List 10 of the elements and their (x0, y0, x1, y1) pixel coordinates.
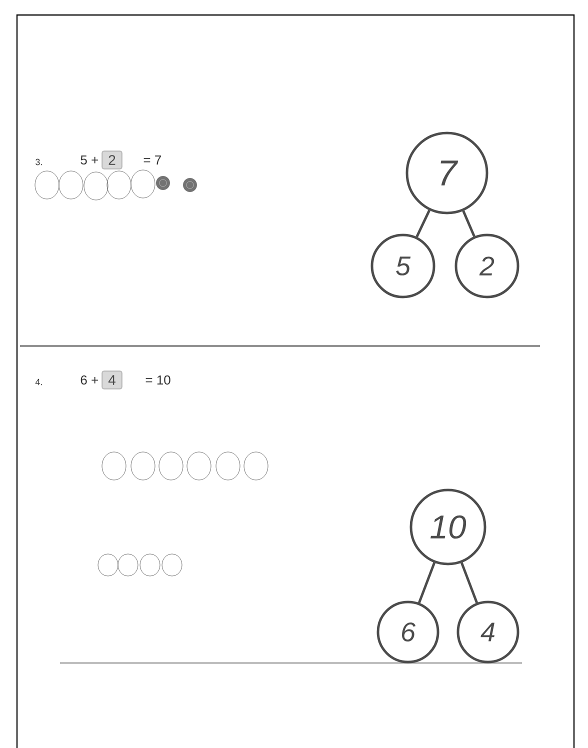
question-text: 3. (36, 158, 42, 166)
answer-box: 4 (102, 370, 122, 390)
answer-box: 2 (102, 150, 122, 170)
connector-line (462, 210, 476, 237)
question-text: 4. (35, 378, 42, 386)
connector-line (416, 210, 430, 238)
question-text: = 7 (144, 156, 161, 164)
question-text: = 10 (146, 375, 170, 385)
connector-line (460, 562, 478, 604)
connector-line (418, 562, 436, 604)
